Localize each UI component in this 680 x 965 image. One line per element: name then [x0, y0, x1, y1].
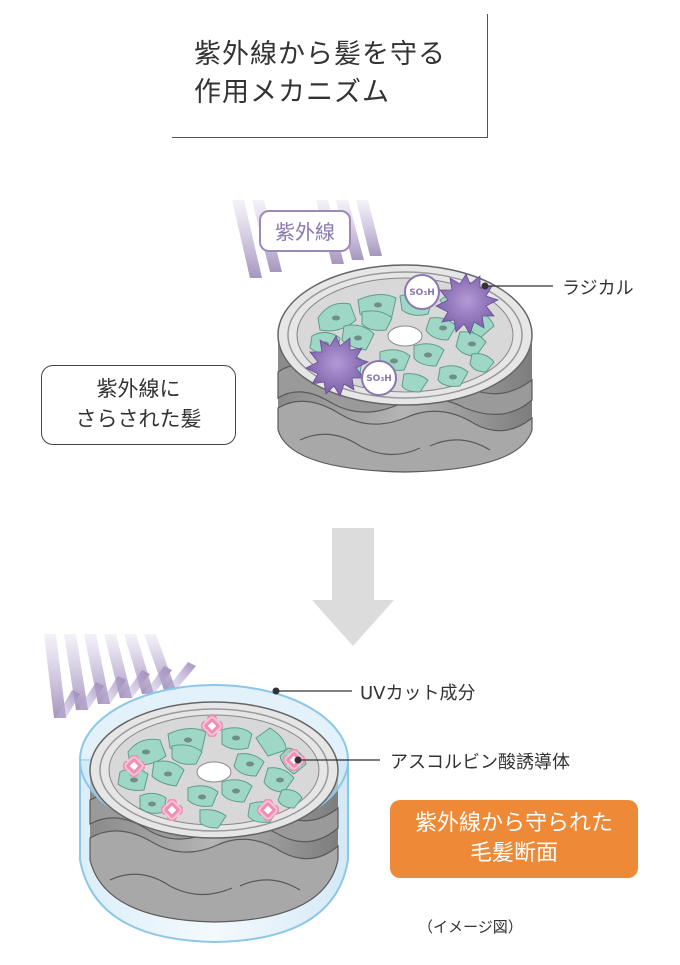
image-note: （イメージ図） [418, 918, 523, 936]
so3h-marker: SO₃H [404, 274, 440, 310]
hair-cross-section-protected [79, 684, 349, 944]
protected-hair-label: 紫外線から守られた 毛髪断面 [390, 800, 638, 878]
title-line-2: 作用メカニズム [194, 77, 390, 108]
exposed-hair-label: 紫外線に さらされた髪 [41, 365, 236, 445]
down-arrow-icon [312, 528, 394, 646]
exposed-hair-line-2: さらされた髪 [75, 407, 202, 431]
so3h-marker: SO₃H [361, 360, 397, 396]
ascorbic-label: アスコルビン酸誘導体 [390, 752, 570, 773]
radical-icon [305, 335, 370, 397]
title-box: 紫外線から髪を守る 作用メカニズム [172, 14, 488, 138]
so3h-label: SO₃H [409, 288, 435, 298]
uv-rays-bottom [44, 634, 196, 718]
uv-cut-leader-line [272, 687, 352, 695]
protected-hair-line-1: 紫外線から守られた [414, 811, 613, 836]
protected-hair-line-2: 毛髪断面 [469, 841, 558, 866]
hair-cross-section-exposed [277, 264, 533, 473]
radical-label: ラジカル [562, 278, 634, 299]
exposed-hair-line-1: 紫外線に [96, 377, 181, 401]
ascorbic-leader-line [294, 756, 380, 764]
radical-leader-line [481, 282, 553, 290]
title-line-1: 紫外線から髪を守る [194, 39, 446, 70]
so3h-label: SO₃H [366, 374, 392, 384]
uv-cut-label: UVカット成分 [360, 683, 476, 704]
page-title: 紫外線から髪を守る 作用メカニズム [194, 36, 446, 112]
uv-label: 紫外線 [259, 210, 351, 252]
